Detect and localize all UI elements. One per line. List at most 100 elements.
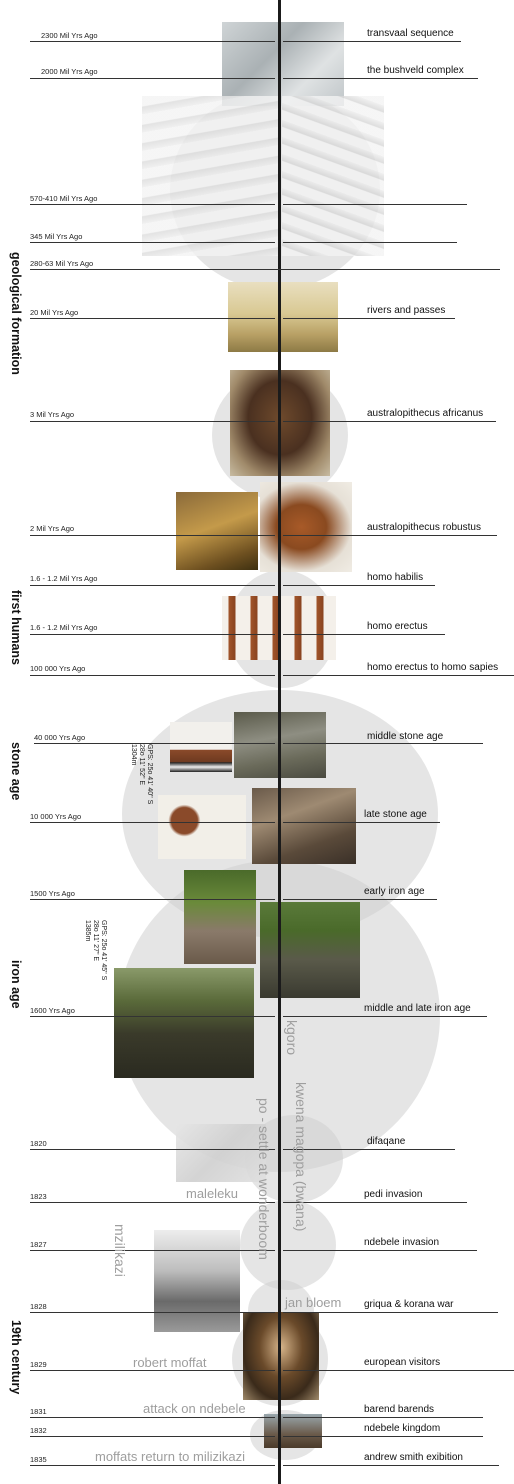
era-geological-formation: geological formation	[9, 252, 23, 375]
timeline-axis	[278, 0, 281, 1484]
date-40k: 40 000 Yrs Ago	[34, 733, 85, 742]
line-ndebele-inv	[283, 1250, 477, 1251]
robert-moffat-portrait	[243, 1312, 319, 1400]
date-1828: 1828	[30, 1302, 47, 1311]
date-16b: 1.6 - 1.2 Mil Yrs Ago	[30, 623, 97, 632]
ndebele-kingdom-image	[264, 1414, 322, 1448]
era-19th-century: 19th century	[9, 1320, 23, 1394]
date-570: 570-410 Mil Yrs Ago	[30, 194, 97, 203]
date-2: 2 Mil Yrs Ago	[30, 524, 74, 533]
line-1829	[30, 1370, 275, 1371]
event-griqua-korana-war: griqua & korana war	[364, 1299, 454, 1310]
line-16b	[30, 634, 275, 635]
line-european	[283, 1370, 514, 1371]
line-1500	[30, 899, 275, 900]
date-1600: 1600 Yrs Ago	[30, 1006, 75, 1015]
line-100k	[30, 675, 275, 676]
event-difaqane: difaqane	[367, 1136, 405, 1147]
line-habilis	[283, 585, 435, 586]
event-bushveld-complex: the bushveld complex	[367, 65, 464, 76]
annotation-moffats-return: moffats return to milizikazi	[95, 1449, 245, 1464]
date-1831: 1831	[30, 1407, 47, 1416]
transvaal-map-image	[222, 22, 344, 106]
line-10k	[30, 822, 275, 823]
event-middle-stone-age: middle stone age	[367, 731, 443, 742]
date-1820: 1820	[30, 1139, 47, 1148]
stone-enclosure-image	[114, 968, 254, 1078]
line-2	[30, 535, 275, 536]
era-iron-age: iron age	[9, 960, 23, 1009]
date-1823: 1823	[30, 1192, 47, 1201]
geology-diagram-right	[282, 96, 384, 256]
line-erectus	[283, 634, 445, 635]
date-2300: 2300 Mil Yrs Ago	[41, 31, 98, 40]
line-1831	[30, 1417, 275, 1418]
line-barend	[283, 1417, 483, 1418]
australopithecus-robustus-image	[260, 482, 352, 572]
date-20: 20 Mil Yrs Ago	[30, 308, 78, 317]
date-280: 280-63 Mil Yrs Ago	[30, 259, 93, 268]
date-100k: 100 000 Yrs Ago	[30, 664, 85, 673]
event-rivers-passes: rivers and passes	[367, 305, 445, 316]
early-iron-site-image	[184, 870, 256, 964]
line-griqua	[283, 1312, 498, 1313]
annotation-maleleku: maleleku	[186, 1186, 238, 1201]
event-middle-late-iron-age: middle and late iron age	[364, 1003, 471, 1014]
line-345	[30, 242, 275, 243]
line-1832	[30, 1436, 275, 1437]
gps-stone-age: GPS: 25o 41' 40" S 28o 11' 52" E 1304m	[129, 744, 153, 804]
event-andrew-smith: andrew smith exibition	[364, 1452, 463, 1463]
line-1828	[30, 1312, 275, 1313]
date-1835: 1835	[30, 1455, 47, 1464]
event-late-stone-age: late stone age	[364, 809, 427, 820]
stone-tool-image-2	[158, 795, 246, 859]
line-sapiens	[283, 675, 514, 676]
line-bushveld	[283, 78, 478, 79]
difaqane-map-image	[176, 1124, 266, 1182]
gps-iron-age: GPS: 25o 41' 45" S 28o 11' 27" E 1385m	[83, 920, 107, 980]
annotation-robert-moffat: robert moffat	[133, 1355, 206, 1370]
line-570	[30, 204, 275, 205]
event-homo-sapiens: homo erectus to homo sapies	[367, 662, 498, 673]
line-middle-stone	[283, 743, 483, 744]
line-2300	[30, 41, 275, 42]
iron-age-wall-image	[260, 902, 360, 998]
line-pedi	[283, 1202, 467, 1203]
event-barend-barends: barend barends	[364, 1404, 434, 1415]
line-late-stone	[283, 822, 440, 823]
annotation-mzilikazi: mzilikazi	[112, 1224, 128, 1277]
line-20	[30, 318, 275, 319]
date-1500: 1500 Yrs Ago	[30, 889, 75, 898]
line-345-right	[283, 242, 457, 243]
line-1827	[30, 1250, 275, 1251]
date-1832: 1832	[30, 1426, 47, 1435]
event-australopithecus-africanus: australopithecus africanus	[367, 408, 483, 419]
era-stone-age: stone age	[9, 742, 23, 800]
line-africanus	[283, 421, 496, 422]
date-10k: 10 000 Yrs Ago	[30, 812, 81, 821]
line-transvaal	[283, 41, 461, 42]
event-transvaal-sequence: transvaal sequence	[367, 28, 454, 39]
line-570-right	[283, 204, 467, 205]
date-2000: 2000 Mil Yrs Ago	[41, 67, 98, 76]
line-1823	[30, 1202, 275, 1203]
mzilikazi-engraving-image	[154, 1230, 240, 1332]
event-pedi-invasion: pedi invasion	[364, 1189, 422, 1200]
date-16a: 1.6 - 1.2 Mil Yrs Ago	[30, 574, 97, 583]
event-ndebele-kingdom: ndebele kingdom	[364, 1423, 440, 1434]
line-1820	[30, 1149, 275, 1150]
late-stone-site-image	[252, 788, 356, 864]
line-rivers	[283, 318, 455, 319]
line-robustus	[283, 535, 497, 536]
event-ndebele-invasion: ndebele invasion	[364, 1237, 439, 1248]
line-early-iron	[283, 899, 437, 900]
line-1835	[30, 1465, 275, 1466]
line-3	[30, 421, 275, 422]
date-1827: 1827	[30, 1240, 47, 1249]
event-early-iron-age: early iron age	[364, 886, 425, 897]
event-australopithecus-robustus: australopithecus robustus	[367, 522, 481, 533]
annotation-jan-bloem: jan bloem	[285, 1295, 341, 1310]
line-2000	[30, 78, 275, 79]
stone-tool-image-1	[170, 722, 232, 772]
